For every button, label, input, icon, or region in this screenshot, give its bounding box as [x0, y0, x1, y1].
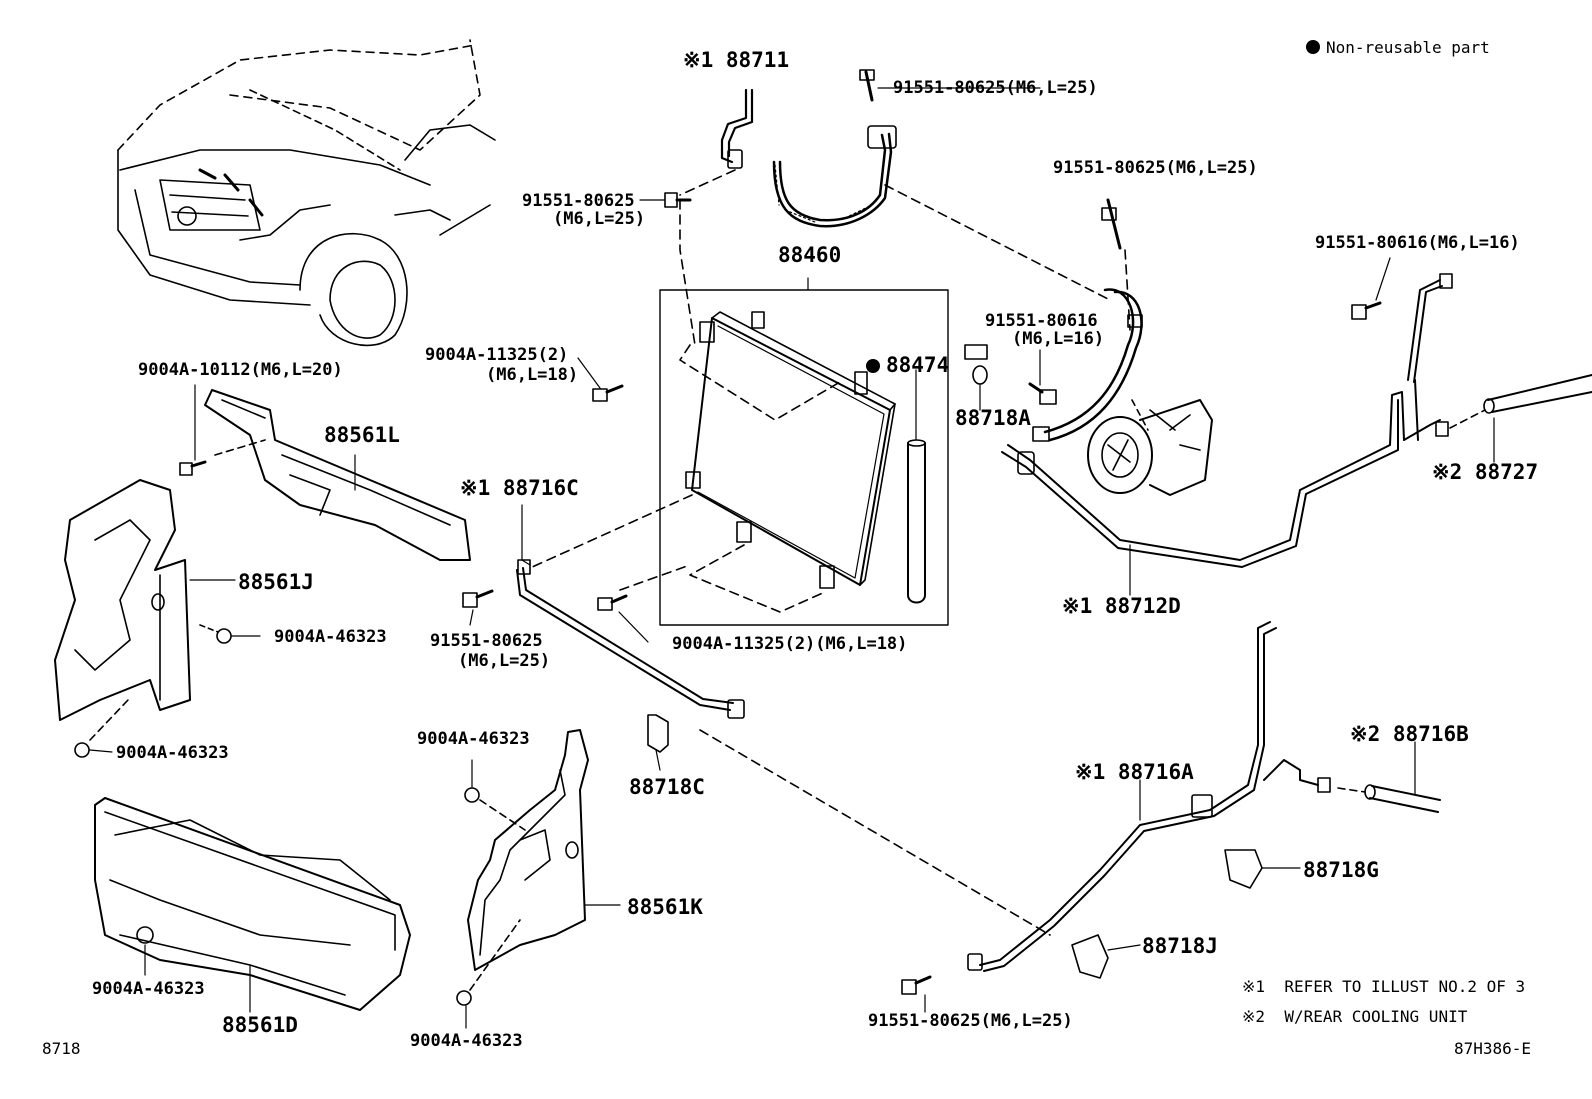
fastener-label-size: (M6,L=25)	[553, 209, 646, 229]
note-text: W/REAR COOLING UNIT	[1284, 1007, 1468, 1026]
fastener-label: 9004A-46323	[116, 743, 229, 763]
legend-text: Non-reusable part	[1326, 38, 1490, 57]
part-label-88727: ※2 88727	[1432, 460, 1539, 484]
bolt-91551-88716C	[462, 589, 494, 626]
part-label-88711: ※1 88711	[683, 48, 790, 72]
part-label-88718G: 88718G	[1303, 858, 1379, 882]
clamp-88718C	[647, 714, 669, 771]
fastener-label: 91551-80625	[522, 191, 635, 211]
part-label-88460: 88460	[778, 243, 842, 267]
fastener-label: 91551-80625(M6,L=25)	[893, 78, 1098, 98]
bolt-91551-bottom	[901, 975, 932, 1013]
note-mark: ※2	[1242, 1007, 1266, 1026]
part-label-88718C: 88718C	[629, 775, 705, 799]
non-reusable-dot-icon	[1306, 40, 1320, 54]
pipe-88716A	[967, 621, 1441, 972]
fastener-label: 91551-80625	[430, 631, 543, 651]
part-label-88716A: ※1 88716A	[1075, 760, 1194, 784]
fastener-label: 9004A-46323	[417, 729, 530, 749]
legend-non-reusable: Non-reusable part	[1306, 40, 1490, 56]
part-label-88716C: ※1 88716C	[460, 476, 579, 500]
fastener-label: 91551-80616	[985, 311, 1098, 331]
note-2: ※2 W/REAR COOLING UNIT	[1242, 1009, 1467, 1025]
corner-code-left: 8718	[42, 1039, 81, 1058]
fastener-label: 91551-80625(M6,L=25)	[868, 1011, 1073, 1031]
pipe-88716C	[516, 504, 1051, 936]
bolt-91551-80616-right	[1351, 257, 1391, 320]
condenser-88460	[529, 199, 949, 626]
hose-88711	[679, 69, 1111, 301]
seal-88561D	[94, 797, 411, 1013]
fastener-label: 91551-80625(M6,L=25)	[1053, 158, 1258, 178]
seal-88561J	[54, 479, 261, 758]
part-label-88716B: ※2 88716B	[1350, 722, 1469, 746]
part-label-88561J: 88561J	[238, 570, 314, 594]
fastener-label-size: (M6,L=16)	[1012, 329, 1105, 349]
fastener-label: 9004A-46323	[410, 1031, 523, 1051]
part-label-88561D: 88561D	[222, 1013, 298, 1037]
part-number: 88474	[886, 353, 950, 377]
clip-88718A	[964, 344, 1057, 411]
part-label-88712D: ※1 88712D	[1062, 594, 1181, 618]
corner-code-right: 87H386-E	[1454, 1039, 1532, 1058]
vehicle-front-illustration	[117, 39, 496, 347]
clamp-88718J	[1071, 934, 1141, 979]
fastener-label-size: (M6,L=18)	[486, 365, 579, 385]
fastener-label: 9004A-46323	[92, 979, 205, 999]
fastener-label: 9004A-11325(2)(M6,L=18)	[672, 634, 908, 654]
clamp-88718G	[1224, 849, 1301, 889]
fastener-label-size: (M6,L=25)	[458, 651, 551, 671]
part-label-88718A: 88718A	[955, 406, 1031, 430]
part-label-88718J: 88718J	[1142, 934, 1218, 958]
bolt-91551-left	[639, 192, 692, 208]
note-text: REFER TO ILLUST NO.2 OF 3	[1284, 977, 1526, 996]
seal-88561K	[456, 729, 621, 1029]
bolt-9004A-11325	[577, 357, 649, 643]
part-label-88561L: 88561L	[324, 423, 400, 447]
part-label-88561K: 88561K	[627, 895, 703, 919]
non-reusable-dot-icon	[866, 359, 880, 373]
note-mark: ※1	[1242, 977, 1266, 996]
part-label-88474: 88474	[866, 355, 949, 376]
fastener-label: 9004A-10112(M6,L=20)	[138, 360, 343, 380]
seal-88561L	[179, 384, 471, 561]
fastener-label: 91551-80616(M6,L=16)	[1315, 233, 1520, 253]
compressor-hose-88712D	[1001, 198, 1592, 596]
note-1: ※1 REFER TO ILLUST NO.2 OF 3	[1242, 979, 1525, 995]
fastener-label: 9004A-11325(2)	[425, 345, 569, 365]
fastener-label: 9004A-46323	[274, 627, 387, 647]
